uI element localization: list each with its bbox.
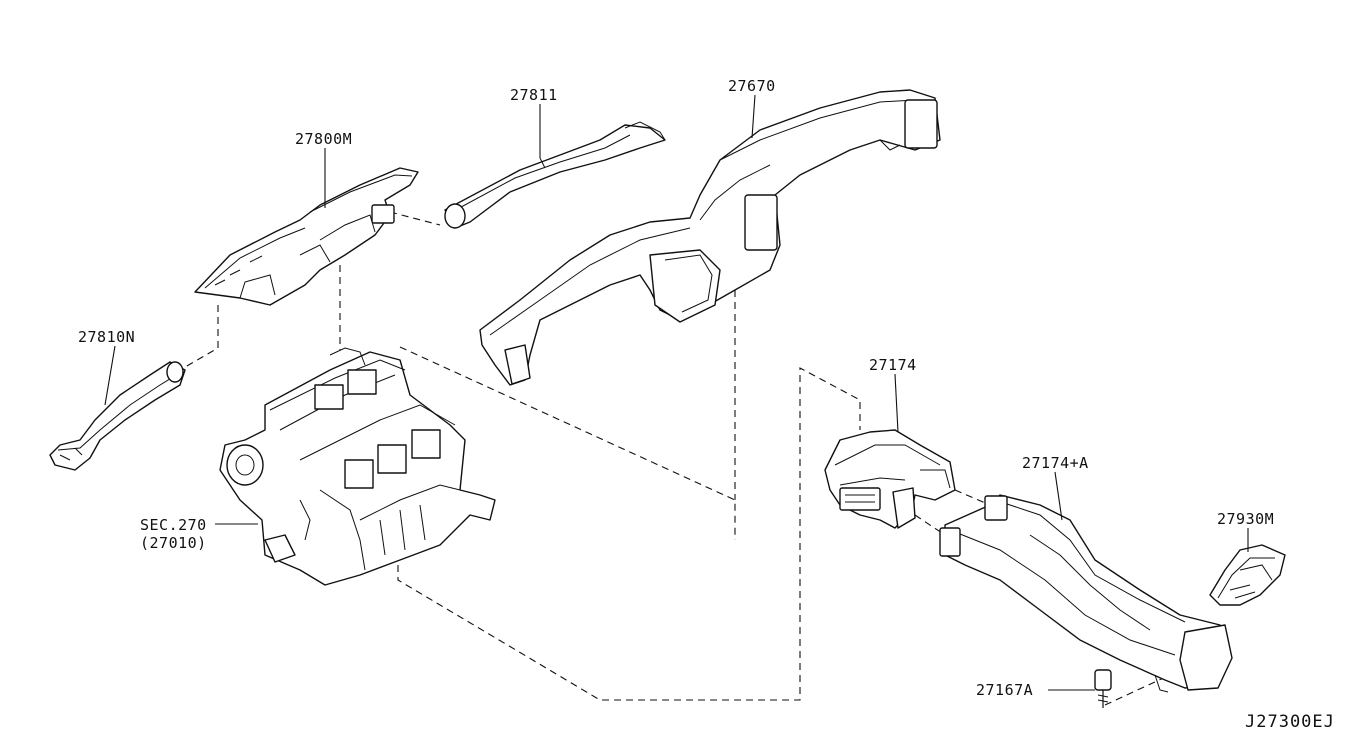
part-27167a-clip[interactable]	[1094, 669, 1112, 708]
label-27930m[interactable]: 27930M	[1217, 510, 1274, 528]
leader-lines	[104, 94, 1249, 691]
part-labels: 27811 27670 27800M 27810N 27174 27174+A …	[78, 77, 1274, 699]
part-27174-floor-duct[interactable]	[824, 429, 956, 529]
label-27174[interactable]: 27174	[869, 356, 917, 374]
part-27930m-rear-nozzle[interactable]	[1209, 544, 1286, 606]
part-27670-center-duct[interactable]	[479, 89, 941, 386]
label-27811[interactable]: 27811	[510, 86, 558, 104]
label-27174a[interactable]: 27174+A	[1022, 454, 1089, 472]
label-27670[interactable]: 27670	[728, 77, 776, 95]
part-27800m-vent-assembly[interactable]	[194, 167, 419, 306]
diagram-reference-code: J27300EJ	[1245, 712, 1335, 732]
heater-unit-assembly[interactable]	[219, 347, 496, 586]
part-27810n-side-duct[interactable]	[49, 361, 186, 471]
label-27800m[interactable]: 27800M	[295, 130, 352, 148]
part-27811-vent-duct[interactable]	[444, 121, 666, 229]
label-27810n[interactable]: 27810N	[78, 328, 135, 346]
part-27174a-rear-duct[interactable]	[939, 494, 1233, 693]
label-section-ref-code: (27010)	[140, 534, 207, 552]
label-section-ref[interactable]: SEC.270	[140, 516, 207, 534]
label-27167a[interactable]: 27167A	[976, 681, 1033, 699]
